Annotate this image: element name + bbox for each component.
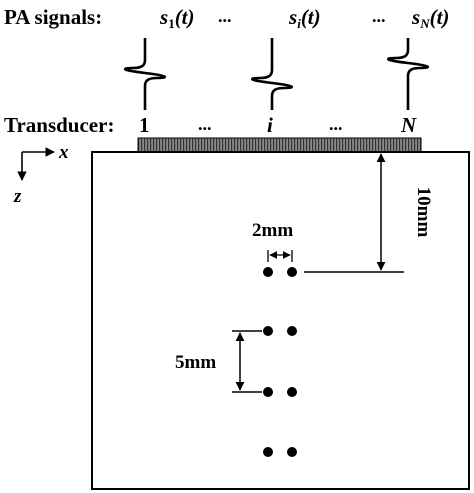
element-label-N: N	[400, 113, 417, 137]
svg-text:sN(t): sN(t)	[411, 5, 449, 31]
pitch-dimension-label: 5mm	[175, 352, 216, 373]
z-axis-label: z	[13, 186, 22, 207]
axis-indicator	[17, 147, 55, 181]
target-point	[263, 267, 273, 277]
pa-signals-label: PA signals:	[4, 5, 102, 29]
target-point	[287, 267, 297, 277]
target-point	[287, 447, 297, 457]
target-point	[287, 326, 297, 336]
signal-ellipsis-right: ...	[372, 6, 386, 26]
spacing-dimension-label: 2mm	[252, 220, 293, 241]
depth-dimension-label: 10mm	[413, 187, 434, 238]
element-label-1: 1	[139, 113, 150, 137]
pitch-dimension	[232, 330, 262, 393]
transducer-label: Transducer:	[4, 113, 114, 137]
target-point	[263, 387, 273, 397]
signal-label-i: si(t)	[288, 5, 321, 31]
depth-dimension	[304, 153, 404, 273]
signal-ellipsis-left: ...	[218, 6, 232, 26]
target-point	[263, 326, 273, 336]
spacing-dimension	[267, 250, 293, 262]
signal-label-1: s1(t)	[159, 5, 195, 31]
imaging-region	[91, 151, 470, 490]
signal-label-N: sN(t)	[411, 5, 449, 31]
transducer-array	[137, 137, 422, 153]
element-label-i: i	[267, 113, 273, 137]
waveform-i	[251, 38, 293, 110]
svg-text:s1(t): s1(t)	[159, 5, 195, 31]
waveform-N	[387, 38, 429, 110]
target-point	[263, 447, 273, 457]
element-ellipsis-left: ...	[198, 114, 212, 134]
target-point	[287, 387, 297, 397]
element-ellipsis-right: ...	[329, 114, 343, 134]
svg-text:si(t): si(t)	[288, 5, 321, 31]
waveform-1	[124, 38, 166, 110]
point-targets	[263, 267, 297, 457]
x-axis-label: x	[58, 142, 69, 163]
